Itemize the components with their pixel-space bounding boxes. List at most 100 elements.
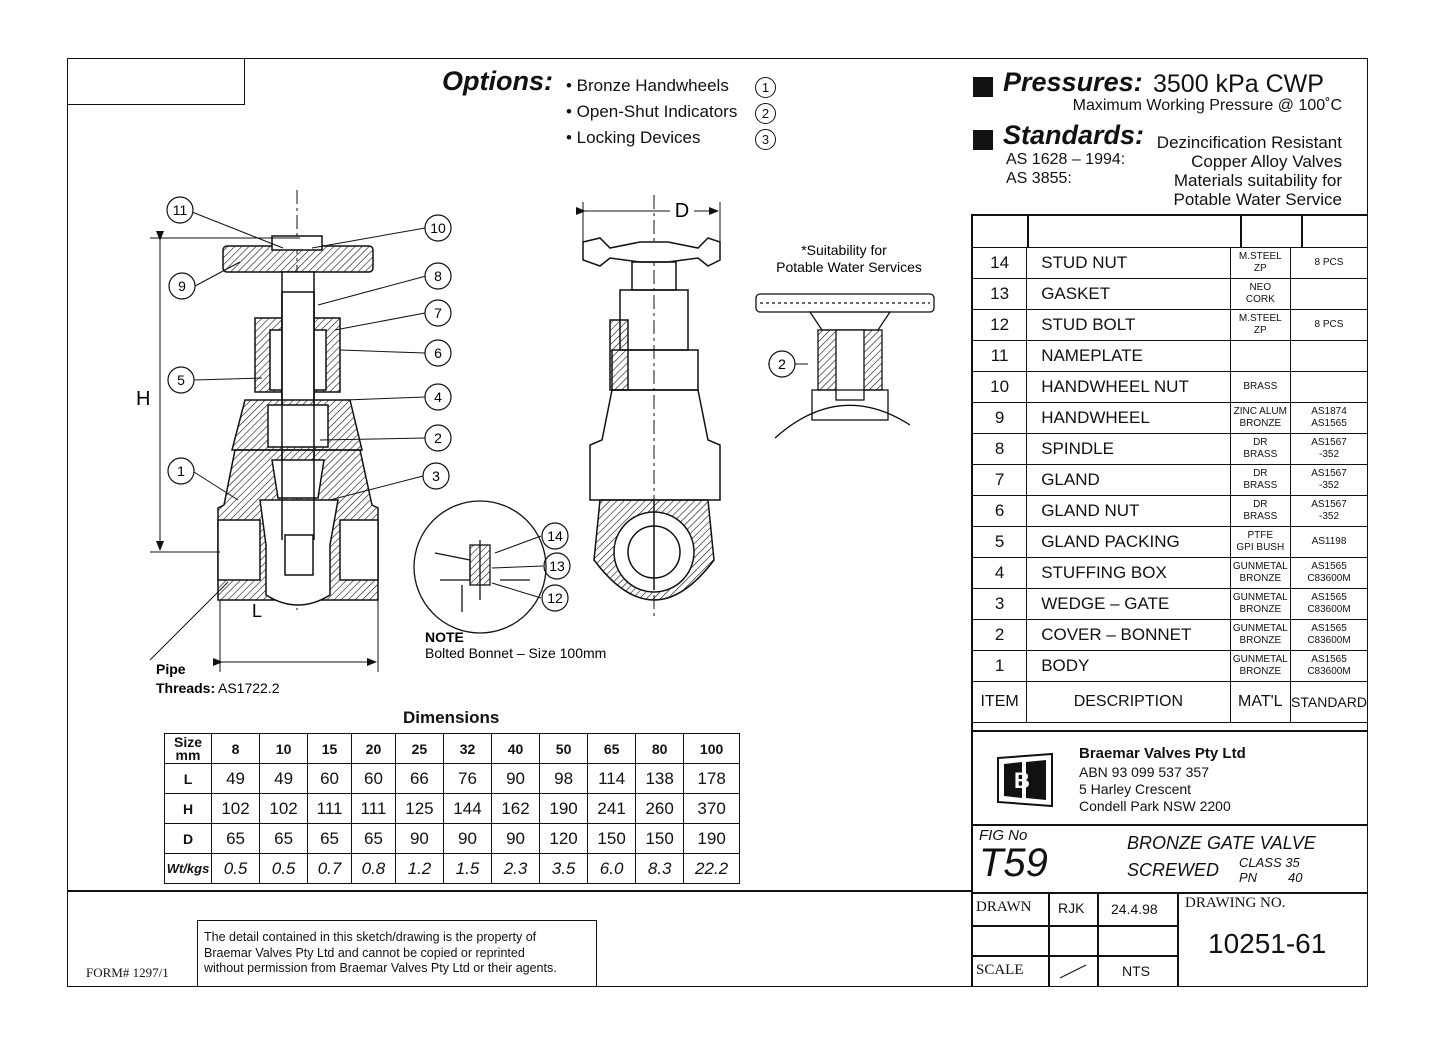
cell: 190 bbox=[539, 793, 589, 824]
part-desc: GLAND bbox=[1026, 464, 1231, 496]
drawn-mid-line bbox=[971, 925, 1177, 927]
part-item: 3 bbox=[971, 588, 1028, 620]
size-col: 32 bbox=[442, 733, 493, 764]
company-top-line bbox=[971, 730, 1368, 732]
dimension-l-label: L bbox=[252, 601, 262, 621]
drawn-by: RJK bbox=[1058, 900, 1085, 916]
title-top-line bbox=[971, 824, 1368, 826]
cell: 178 bbox=[683, 763, 740, 794]
size-header-line-1: Size bbox=[173, 733, 202, 750]
mat-line: ZINC ALUM bbox=[1233, 406, 1287, 417]
options-title: Options: bbox=[442, 66, 553, 96]
mat-line: BRASS bbox=[1243, 511, 1278, 522]
callout-14: 14 bbox=[547, 528, 563, 544]
cell: 125 bbox=[394, 793, 444, 824]
cell: 90 bbox=[442, 823, 493, 854]
std-line: -352 bbox=[1319, 449, 1340, 460]
cell: 0.5 bbox=[210, 853, 261, 884]
valve-drawing: H L bbox=[136, 190, 935, 696]
size-header: Size mm bbox=[164, 733, 212, 764]
row-label: D bbox=[164, 823, 212, 854]
parts-footer-std: STANDARD bbox=[1290, 681, 1368, 723]
callout-8: 8 bbox=[434, 268, 442, 284]
note-title: NOTE bbox=[425, 629, 464, 645]
cell: 0.7 bbox=[307, 853, 352, 884]
dimensions-row-weight: Wt/kgs 0.5 0.5 0.7 0.8 1.2 1.5 2.3 3.5 6… bbox=[164, 853, 740, 884]
fig-label: FIG No bbox=[979, 827, 1028, 844]
scale-label: SCALE bbox=[976, 962, 1024, 978]
part-material: BRASS bbox=[1229, 371, 1292, 403]
part-standard: AS1567-352 bbox=[1290, 464, 1368, 496]
cell: 60 bbox=[307, 763, 352, 794]
company-name: Braemar Valves Pty Ltd bbox=[1079, 745, 1246, 762]
part-desc: STUD NUT bbox=[1026, 247, 1231, 279]
mat-line: GUNMETAL bbox=[1232, 592, 1288, 603]
part-desc: NAMEPLATE bbox=[1026, 340, 1231, 372]
pressures-title: Pressures: bbox=[1003, 67, 1143, 97]
drawn-col-1 bbox=[1048, 892, 1050, 987]
valve-pn-value: 40 bbox=[1288, 870, 1303, 885]
part-desc: SPINDLE bbox=[1026, 433, 1231, 465]
callout-9: 9 bbox=[178, 278, 186, 294]
part-item: 6 bbox=[971, 495, 1028, 527]
part-standard: AS1567-352 bbox=[1290, 433, 1368, 465]
part-desc: STUFFING BOX bbox=[1026, 557, 1231, 589]
valve-pn-label: PN bbox=[1239, 870, 1258, 885]
dimensions-row-l: L 49 49 60 60 66 76 90 98 114 138 178 bbox=[164, 763, 740, 794]
standards-code-2: AS 3855: bbox=[1006, 170, 1072, 187]
drawn-col-2 bbox=[1097, 892, 1099, 987]
std-line: C83600M bbox=[1307, 604, 1351, 615]
part-desc: GLAND NUT bbox=[1026, 495, 1231, 527]
standards-desc-1: Dezincification Resistant bbox=[1156, 133, 1342, 152]
callout-6: 6 bbox=[434, 345, 442, 361]
part-item: 11 bbox=[971, 340, 1028, 372]
cell: 162 bbox=[490, 793, 541, 824]
fig-number: T59 bbox=[979, 841, 1048, 885]
option-item: • Locking Devices 3 bbox=[566, 128, 778, 154]
cell: 111 bbox=[307, 793, 352, 824]
standards-desc-4: Potable Water Service bbox=[1173, 190, 1343, 209]
cell: 6.0 bbox=[587, 853, 637, 884]
callout-1: 1 bbox=[177, 463, 185, 479]
part-standard: AS1198 bbox=[1290, 526, 1368, 558]
mat-line: BRONZE bbox=[1239, 573, 1282, 584]
std-line: 8 PCS bbox=[1314, 319, 1344, 330]
part-standard: AS1567-352 bbox=[1290, 495, 1368, 527]
mat-line: BRONZE bbox=[1239, 418, 1282, 429]
size-col: 20 bbox=[351, 733, 396, 764]
part-item: 9 bbox=[971, 402, 1028, 434]
size-col: 10 bbox=[259, 733, 309, 764]
cell: 65 bbox=[259, 823, 309, 854]
cell: 8.3 bbox=[635, 853, 685, 884]
drawing-number: 10251-61 bbox=[1208, 928, 1327, 959]
std-line: 8 PCS bbox=[1314, 257, 1344, 268]
notice-box: The detail contained in this sketch/draw… bbox=[197, 920, 597, 987]
cell: 49 bbox=[259, 763, 309, 794]
mat-line: BRONZE bbox=[1239, 604, 1282, 615]
mat-line: GUNMETAL bbox=[1232, 561, 1288, 572]
option-number-icon: 1 bbox=[755, 77, 776, 98]
callout-13: 13 bbox=[549, 558, 565, 574]
callout-11: 11 bbox=[173, 202, 188, 218]
part-item: 1 bbox=[971, 650, 1028, 682]
cell: 120 bbox=[539, 823, 589, 854]
cell: 114 bbox=[587, 763, 637, 794]
mat-line: BRONZE bbox=[1239, 635, 1282, 646]
dimensions-row-d: D 65 65 65 65 90 90 90 120 150 150 190 bbox=[164, 823, 740, 854]
part-item: 8 bbox=[971, 433, 1028, 465]
part-standard bbox=[1290, 371, 1368, 403]
company-abn: ABN 93 099 537 357 bbox=[1079, 764, 1209, 780]
mat-line: GUNMETAL bbox=[1232, 654, 1288, 665]
valve-class: CLASS 35 bbox=[1239, 855, 1300, 870]
cell: 90 bbox=[394, 823, 444, 854]
part-item: 13 bbox=[971, 278, 1028, 310]
